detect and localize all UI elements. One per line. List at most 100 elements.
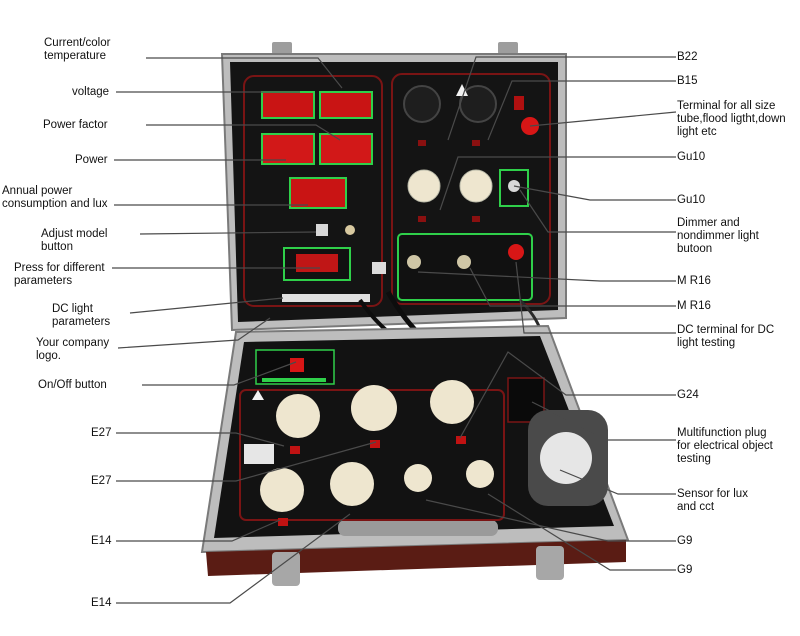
label-power-factor: Power factor bbox=[43, 119, 108, 131]
sensor-dome bbox=[540, 432, 592, 484]
warning-triangle-base bbox=[252, 390, 264, 400]
label-current-color-temperature: Current/color temperature bbox=[44, 37, 111, 62]
red-switch-top bbox=[514, 96, 524, 110]
adjust-knob bbox=[345, 225, 355, 235]
label-multifunction-plug: Multifunction plug for electrical object… bbox=[677, 427, 773, 465]
label-e14-a: E14 bbox=[91, 535, 112, 547]
mr16-socket-a bbox=[407, 255, 421, 269]
base-bottom-trim bbox=[206, 540, 626, 576]
g9-socket-b bbox=[466, 460, 494, 488]
display-current bbox=[261, 91, 315, 119]
leader-g9-a bbox=[425, 499, 676, 542]
warning-triangle bbox=[456, 84, 468, 96]
display-params-inner bbox=[296, 254, 338, 272]
leader-gu10-a bbox=[439, 156, 676, 211]
label-gu10-b: Gu10 bbox=[677, 194, 706, 206]
label-company-logo: Your company logo. bbox=[36, 337, 110, 362]
mr16-socket-b bbox=[457, 255, 471, 269]
leader-gu10-b bbox=[513, 185, 676, 201]
e14-socket-a bbox=[260, 468, 304, 512]
small-red-1 bbox=[418, 140, 426, 146]
params-key bbox=[372, 262, 386, 274]
case-lid bbox=[220, 42, 567, 332]
small-red-4 bbox=[472, 216, 480, 222]
label-g9-a: G9 bbox=[677, 535, 693, 547]
leader-b22 bbox=[447, 56, 676, 141]
lid-left-frame-red bbox=[243, 75, 383, 307]
label-e27-a: E27 bbox=[91, 427, 112, 439]
display-power-factor bbox=[261, 133, 315, 165]
leader-g9-b bbox=[487, 493, 676, 571]
leader-mr16-a bbox=[417, 271, 676, 282]
on-off-label bbox=[262, 378, 326, 382]
display-voltage bbox=[319, 91, 373, 119]
label-gu10-a: Gu10 bbox=[677, 151, 706, 163]
display-annual bbox=[289, 177, 347, 209]
label-voltage: voltage bbox=[72, 86, 110, 98]
gu10-socket-b bbox=[459, 169, 493, 203]
label-dimmer: Dimmer and nondimmer light butoon bbox=[677, 217, 759, 255]
leader-terminal bbox=[529, 111, 677, 127]
leader-mr16-b bbox=[469, 267, 676, 307]
g24-red-switch bbox=[456, 436, 466, 444]
leader-power-factor bbox=[146, 124, 341, 141]
white-slot bbox=[244, 444, 274, 464]
leader-logo bbox=[117, 317, 271, 349]
e27-socket-b bbox=[351, 385, 397, 431]
leader-adjust bbox=[139, 231, 317, 235]
small-red-2 bbox=[472, 140, 480, 146]
leader-current bbox=[146, 57, 343, 89]
b22-socket bbox=[403, 85, 441, 123]
label-terminal-all-size: Terminal for all size tube,flood ligtht,… bbox=[677, 100, 786, 138]
g9-socket-a bbox=[404, 464, 432, 492]
leader-e14-b bbox=[116, 513, 351, 604]
e27-socket-a bbox=[276, 394, 320, 438]
label-power: Power bbox=[75, 154, 108, 166]
e14-red-switch bbox=[278, 518, 288, 526]
leader-sensor bbox=[559, 469, 676, 495]
dc-terminal-red bbox=[508, 244, 524, 260]
label-dc-light-parameters: DC light parameters bbox=[52, 303, 111, 328]
lid-right-frame-red bbox=[391, 73, 551, 305]
leader-e27-b bbox=[116, 441, 377, 482]
e27-socket-c bbox=[430, 380, 474, 424]
leader-b15 bbox=[487, 80, 676, 141]
leader-g24 bbox=[459, 351, 676, 439]
e14-socket-b bbox=[330, 462, 374, 506]
gu10-socket-a bbox=[407, 169, 441, 203]
case-base bbox=[200, 324, 630, 586]
leader-e27-a bbox=[116, 432, 285, 447]
label-mr16-b: M R16 bbox=[677, 300, 711, 312]
small-red-3 bbox=[418, 216, 426, 222]
lid-hinge-left bbox=[272, 42, 292, 54]
label-b15: B15 bbox=[677, 75, 698, 87]
label-g9-b: G9 bbox=[677, 564, 693, 576]
label-annual-power: Annual power consumption and lux bbox=[2, 185, 108, 210]
label-e14-b: E14 bbox=[91, 597, 112, 609]
display-power bbox=[319, 133, 373, 165]
label-press-different-parameters: Press for different parameters bbox=[14, 262, 105, 287]
leader-dc-light bbox=[129, 297, 284, 314]
leader-e14-a bbox=[116, 519, 281, 542]
leader-lines bbox=[112, 56, 677, 604]
leader-multifunction bbox=[531, 401, 676, 441]
label-b22: B22 bbox=[677, 51, 698, 63]
handle bbox=[338, 520, 498, 536]
latch-right bbox=[536, 546, 564, 580]
dc-panel-label bbox=[282, 294, 370, 302]
label-g24: G24 bbox=[677, 389, 699, 401]
leader-dc-terminal bbox=[515, 261, 676, 334]
label-mr16-a: M R16 bbox=[677, 275, 711, 287]
e27-red-switch-2 bbox=[370, 440, 380, 448]
label-on-off-button: On/Off button bbox=[38, 379, 107, 391]
label-adjust-model-button: Adjust model button bbox=[41, 228, 108, 253]
label-sensor: Sensor for lux and cct bbox=[677, 488, 748, 513]
lid-hinge-right bbox=[498, 42, 518, 54]
on-off-switch bbox=[290, 358, 304, 372]
e27-red-switch bbox=[290, 446, 300, 454]
leader-dimmer bbox=[519, 189, 676, 233]
adjust-model-key bbox=[316, 224, 328, 236]
leader-on-off bbox=[142, 361, 297, 386]
label-e27-b: E27 bbox=[91, 475, 112, 487]
